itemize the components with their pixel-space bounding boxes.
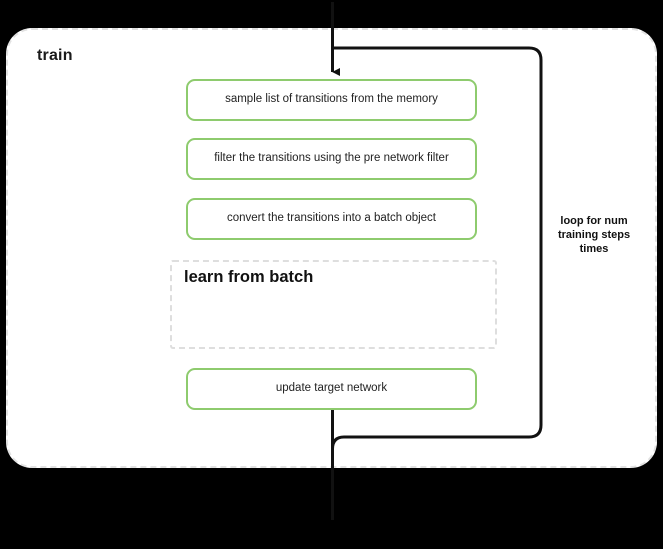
step-box-convert[interactable]: convert the transitions into a batch obj… [186, 198, 477, 240]
learn-from-batch-label: learn from batch [184, 268, 314, 286]
step-box-sample[interactable]: sample list of transitions from the memo… [186, 79, 477, 121]
step-label: update target network [275, 382, 388, 395]
loop-annotation-label: loop for num training steps times [557, 215, 631, 256]
learn-from-batch-block[interactable]: learn from batch [170, 260, 497, 349]
step-label: sample list of transitions from the memo… [225, 93, 438, 106]
step-label: convert the transitions into a batch obj… [226, 212, 437, 225]
step-box-update-target[interactable]: update target network [186, 368, 477, 410]
step-label: filter the transitions using the pre net… [214, 152, 449, 165]
page-title: train [37, 47, 73, 64]
step-box-filter[interactable]: filter the transitions using the pre net… [186, 138, 477, 180]
